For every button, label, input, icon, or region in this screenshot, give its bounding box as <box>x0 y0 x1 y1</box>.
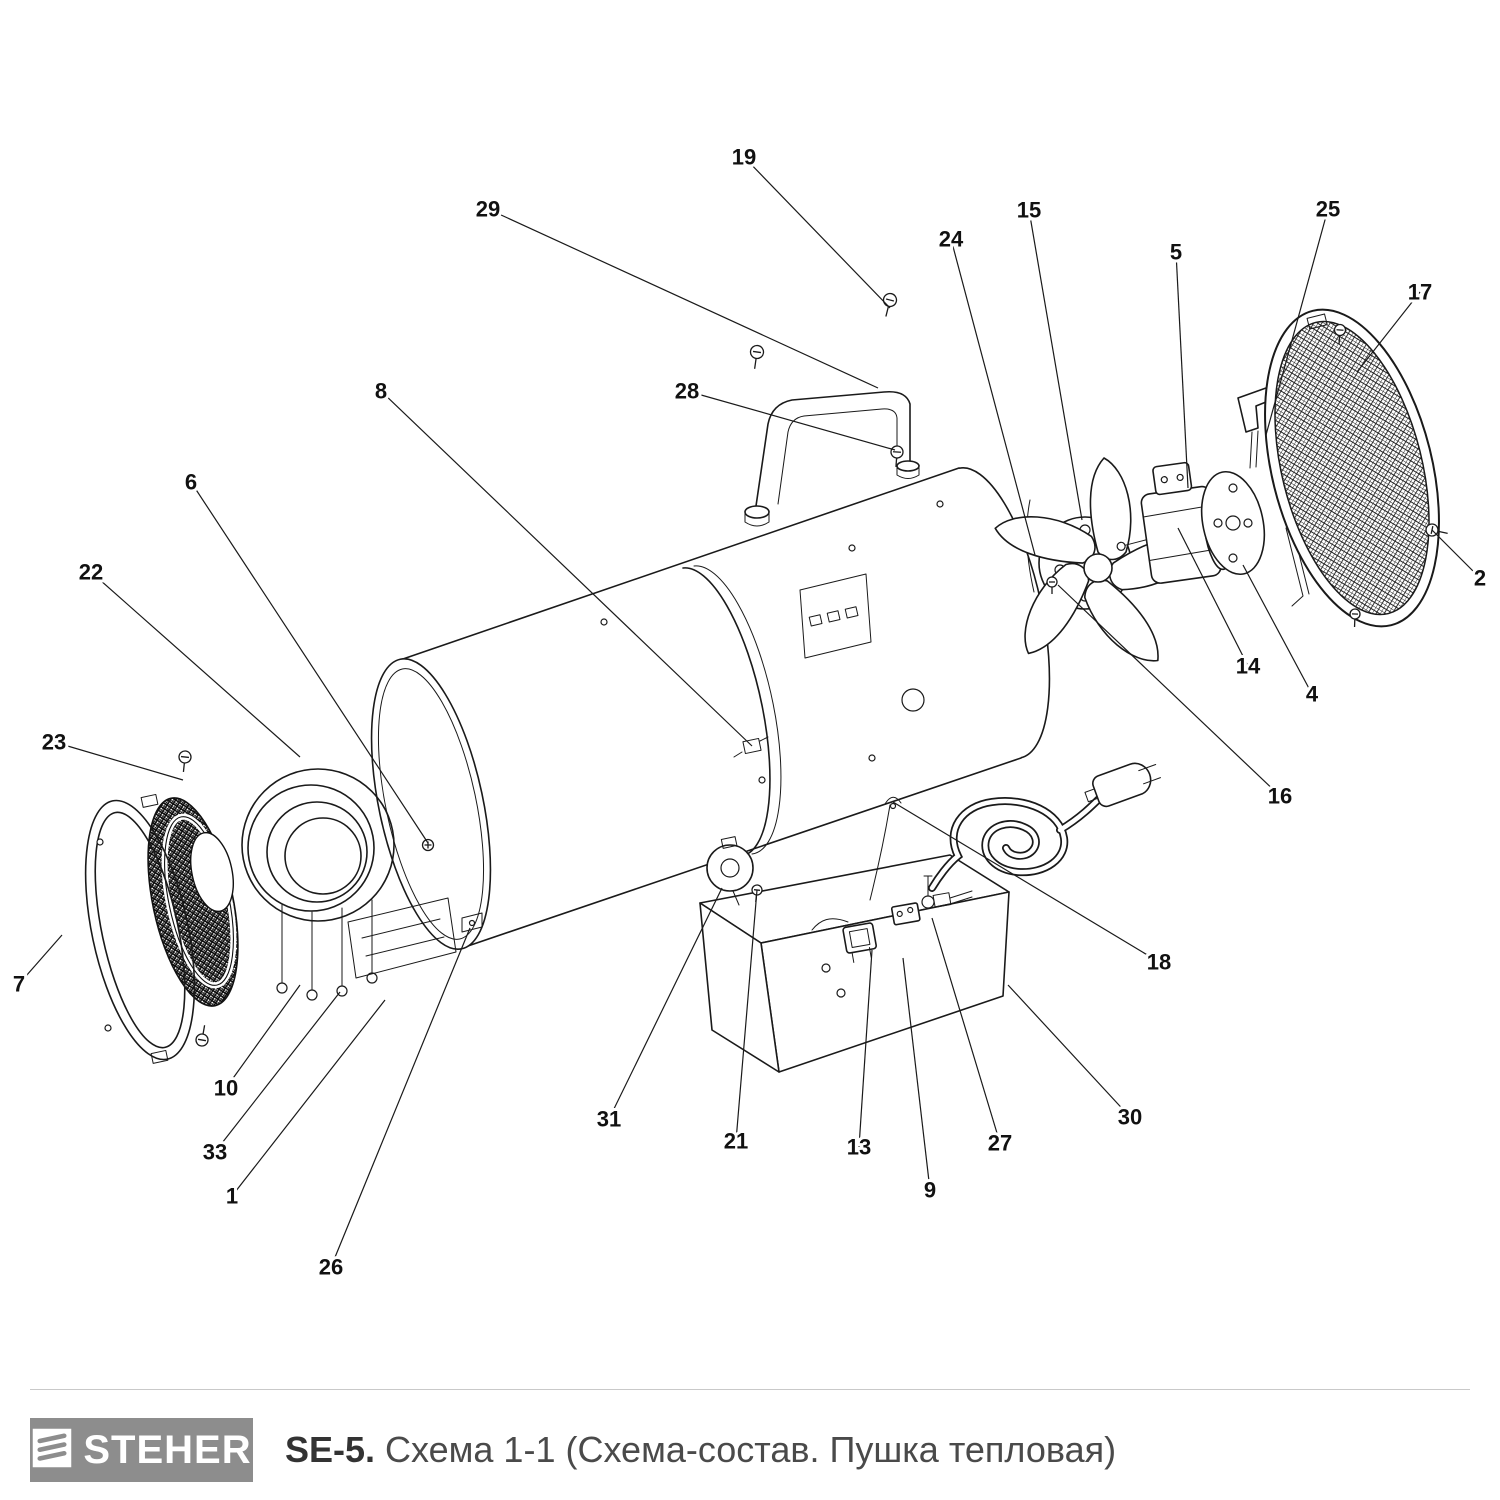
disc-screw-top <box>178 750 192 772</box>
callout-label-8: 8 <box>375 379 387 404</box>
leader-line-16 <box>1057 584 1281 797</box>
screw-29 <box>749 344 765 369</box>
leader-line-5 <box>1175 251 1189 489</box>
leader-line-18 <box>892 801 1160 963</box>
callout-label-28: 28 <box>675 379 699 404</box>
brand-name: STEHER <box>83 1428 252 1472</box>
terminal-block <box>890 902 921 926</box>
rating-plate <box>799 573 872 659</box>
grille-screw-top <box>1333 323 1347 345</box>
leader-line-14 <box>1177 527 1249 667</box>
disc-screw-bottom <box>195 1025 209 1047</box>
brand-logo-icon <box>31 1427 73 1474</box>
leader-line-21 <box>735 889 758 1142</box>
fan-hub <box>1083 553 1113 583</box>
footer: STEHER SE-5.Схема 1-1 (Схема-состав. Пуш… <box>30 1418 1116 1482</box>
callout-label-21: 21 <box>724 1129 748 1154</box>
callout-label-25: 25 <box>1316 197 1340 222</box>
leader-line-28 <box>686 390 896 451</box>
mesh-disc <box>147 797 239 1007</box>
callout-label-13: 13 <box>847 1135 871 1160</box>
callout-label-5: 5 <box>1170 240 1182 265</box>
leader-lines <box>18 156 1481 1268</box>
callout-label-31: 31 <box>597 1107 621 1132</box>
leader-line-31 <box>608 887 723 1120</box>
callout-label-2: 2 <box>1474 566 1486 591</box>
callout-label-14: 14 <box>1236 654 1261 679</box>
gas-valve <box>921 875 973 909</box>
callout-label-15: 15 <box>1017 198 1041 223</box>
screw-19 <box>882 292 898 317</box>
fan-hub-screw <box>1046 576 1058 594</box>
leader-line-19 <box>743 156 891 309</box>
leader-line-15 <box>1028 209 1083 521</box>
leader-line-10 <box>225 984 301 1089</box>
callout-label-10: 10 <box>214 1076 238 1101</box>
leader-line-23 <box>53 741 184 781</box>
cable-clamp <box>884 796 902 810</box>
callout-label-27: 27 <box>988 1131 1012 1156</box>
schema-model: SE-5. <box>285 1429 376 1470</box>
handle-foot <box>744 505 770 527</box>
control-box <box>699 804 1010 1073</box>
wire <box>869 804 891 901</box>
leader-line-8 <box>380 390 753 747</box>
leader-line-30 <box>1007 984 1131 1118</box>
mount-bracket <box>461 912 483 933</box>
leader-line-24 <box>950 238 1036 556</box>
callout-label-24: 24 <box>939 227 964 252</box>
coil-mount-plate <box>347 897 457 979</box>
rear-grille <box>1264 308 1440 628</box>
callout-label-30: 30 <box>1118 1105 1142 1130</box>
schema-caption: SE-5.Схема 1-1 (Схема-состав. Пушка тепл… <box>285 1429 1116 1471</box>
heating-coil <box>241 768 483 1001</box>
power-plug <box>1084 762 1161 808</box>
screw-28 <box>890 445 904 468</box>
thermostat <box>733 736 769 758</box>
leader-line-29 <box>487 208 879 389</box>
power-switch <box>842 922 878 963</box>
handle-foot <box>896 460 920 479</box>
regulator-gauge <box>706 836 754 906</box>
coil-terminal-screw <box>421 838 435 852</box>
leader-line-27 <box>931 917 1001 1144</box>
motor-plate <box>1200 470 1266 576</box>
callout-label-9: 9 <box>924 1178 936 1203</box>
callout-label-18: 18 <box>1147 950 1171 975</box>
callout-label-22: 22 <box>79 560 103 585</box>
carry-handle <box>744 390 920 527</box>
motor-terminal-box <box>1152 461 1193 496</box>
front-ring <box>84 793 196 1064</box>
leader-line-4 <box>1242 564 1313 695</box>
callout-labels: 19 29 24 15 5 25 17 2 28 8 6 22 23 7 10 33 1 26 31 21 13 9 27 3… <box>10 142 1489 1283</box>
wire <box>811 918 849 931</box>
leader-line-6 <box>190 481 429 844</box>
leader-line-33 <box>214 991 341 1153</box>
callout-label-1: 1 <box>226 1184 238 1209</box>
leader-line-2 <box>1431 529 1481 579</box>
leader-line-7 <box>18 934 63 985</box>
leader-line-25 <box>1265 208 1329 436</box>
schema-title: Схема 1-1 (Схема-состав. Пушка тепловая) <box>385 1429 1117 1470</box>
callout-label-6: 6 <box>185 470 197 495</box>
grille-screw-bottom <box>1349 608 1361 628</box>
callout-label-23: 23 <box>42 730 66 755</box>
callout-label-33: 33 <box>203 1140 227 1165</box>
footer-divider <box>30 1389 1470 1390</box>
leader-line-26 <box>330 927 471 1268</box>
callout-label-29: 29 <box>476 197 500 222</box>
brand-logo: STEHER <box>30 1418 253 1482</box>
leader-line-1 <box>231 999 386 1197</box>
leader-line-9 <box>902 957 931 1191</box>
callout-label-17: 17 <box>1408 280 1432 305</box>
callout-label-19: 19 <box>732 145 756 170</box>
leader-line-13 <box>858 949 873 1148</box>
callout-label-16: 16 <box>1268 784 1292 809</box>
leader-line-17 <box>1356 291 1421 373</box>
callout-label-7: 7 <box>13 972 25 997</box>
leader-line-22 <box>90 571 301 758</box>
callout-label-4: 4 <box>1306 682 1319 707</box>
callout-label-26: 26 <box>319 1255 343 1280</box>
